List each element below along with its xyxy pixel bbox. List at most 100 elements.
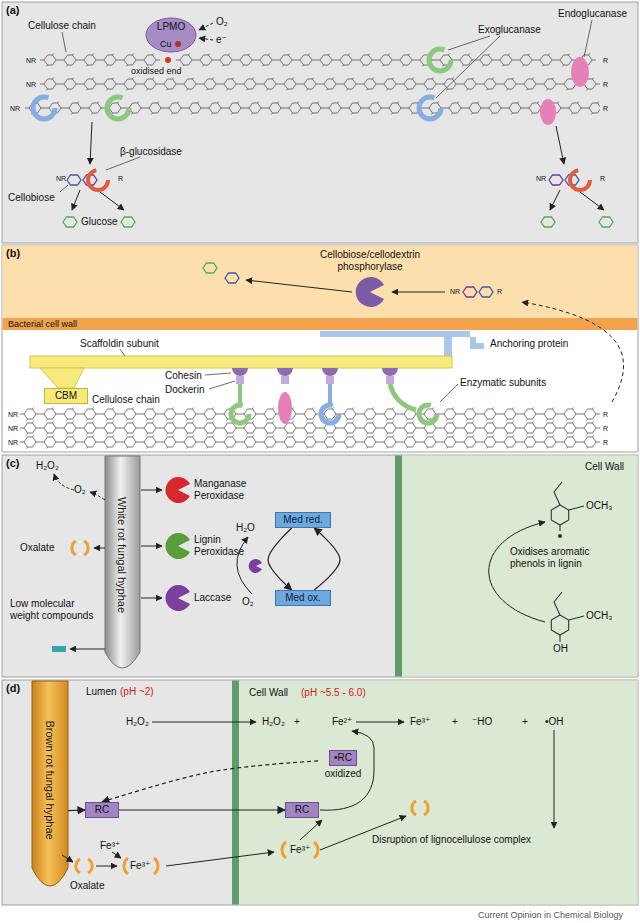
peroxidase-enzyme [165,533,190,559]
cellulose-chain [25,53,600,115]
reaction-arrow [152,722,256,723]
enzyme-label: Cu [160,38,172,50]
formula: O₂ [74,484,86,496]
reaction-arrow [300,820,322,840]
chain-end: R [603,80,608,89]
chain-end: R [603,424,608,433]
chain-end: NR [26,80,36,89]
beta-glucosidase [88,170,108,190]
peroxidase-enzyme [165,585,190,611]
glucose-ring [67,175,81,185]
beta-glucosidase [88,170,590,190]
glucose-ring [479,287,493,297]
secretion-arrow [54,474,74,490]
chain-end: NR [536,174,546,183]
leader-line [62,32,66,52]
leader-line [440,384,458,402]
hypha-label: Brown rot fungal hyphae [44,720,56,839]
peroxidase-enzyme [249,559,262,573]
chain-end: R [600,174,605,183]
glucose-ring [541,217,555,227]
reaction-arrow [556,126,564,164]
glucose-ring [463,287,477,297]
chain-end: R [603,410,608,419]
secretion-arrow [54,474,162,649]
secretion-arrow [141,598,162,599]
label: Cellulose chain [28,20,96,32]
endoglucanase [540,99,556,125]
dockerin [236,376,244,384]
oxalate-symbol [72,541,88,555]
lpmo-enzyme [146,18,196,52]
formula: Fe²⁺ [332,716,352,728]
formula: •OH [545,716,564,728]
chain-end: NR [8,410,18,419]
leader-line [60,185,68,192]
label: Cellobiose/cellodextrin phosphorylase [300,249,440,273]
white-rot-hypha [105,456,140,668]
reaction-arrow [392,292,445,293]
hypha-label: White rot fungal hyphae [117,497,129,613]
anchoring-protein [320,331,470,337]
reaction-arrow [72,122,604,210]
label: Lignin Peroxidase [194,534,264,558]
cellulose-chain [20,421,600,435]
reaction-arrow [580,192,604,210]
label: Dockerin [165,384,204,396]
enzymatic-subunit [278,392,292,424]
label: oxidised end [130,66,183,77]
enzymatic-subunit [231,405,249,423]
glucose-ring [63,217,77,227]
panel-letter: (d) [6,682,20,694]
exoglucanase [33,49,451,119]
fungal-hypha: Brown rot fungal hyphae [32,690,68,870]
oxalate-symbol [124,858,158,874]
cellulose-chain [20,435,600,449]
label: Glucose [81,216,118,228]
leader-line [584,20,592,57]
redox-arrow [489,522,545,622]
chain-end: NR [56,174,66,183]
mediator-box: Med red. [275,512,331,528]
dockerin [236,376,394,384]
label: Manganase Peroxidase [194,478,264,502]
label: Anchoring protein [490,338,568,350]
glucose-ring [203,263,217,273]
cell-wall-band: Bacterial cell wall [2,318,638,330]
panel-ground [395,456,402,677]
panel-ground [2,2,638,243]
cohesin [232,368,248,376]
lpmo-enzyme [146,18,196,63]
enzymatic-subunit [231,384,437,424]
cell-wall-region: Cell Wall(pH ~5.5 - 6.0)RC•RCoxidized [239,681,638,904]
exoglucanase [107,97,129,119]
cellulose-chain [40,77,600,91]
connector [102,761,318,802]
cellulose-chain [20,407,600,421]
glucose-ring [63,175,613,227]
panel-ground [2,680,638,905]
label: Enzymatic subunits [460,377,546,389]
enzymatic-subunit [390,384,416,410]
label: Cohesin [165,370,202,382]
anchoring-protein [444,337,452,356]
chain-end: R [603,438,608,447]
label: Lumen [86,686,117,698]
panel-letter: (c) [6,457,19,469]
chain-end: R [497,287,502,296]
fungal-hypha: White rot fungal hyphae [105,460,140,650]
enzymatic-subunit [419,405,437,423]
rc-label: RC [95,804,109,816]
formula: H₂O₂ [126,716,149,728]
rc-oxidized: •RCoxidized [318,750,368,786]
scaffoldin [40,368,84,388]
panel-ground [239,681,638,905]
formula: OCH₃ [586,500,612,512]
formula: ⁻HO [472,716,492,728]
secretion-arrow [94,548,105,549]
cellulose-chain [20,435,600,449]
exoglucanase [429,49,451,71]
formula: OH [553,643,568,655]
